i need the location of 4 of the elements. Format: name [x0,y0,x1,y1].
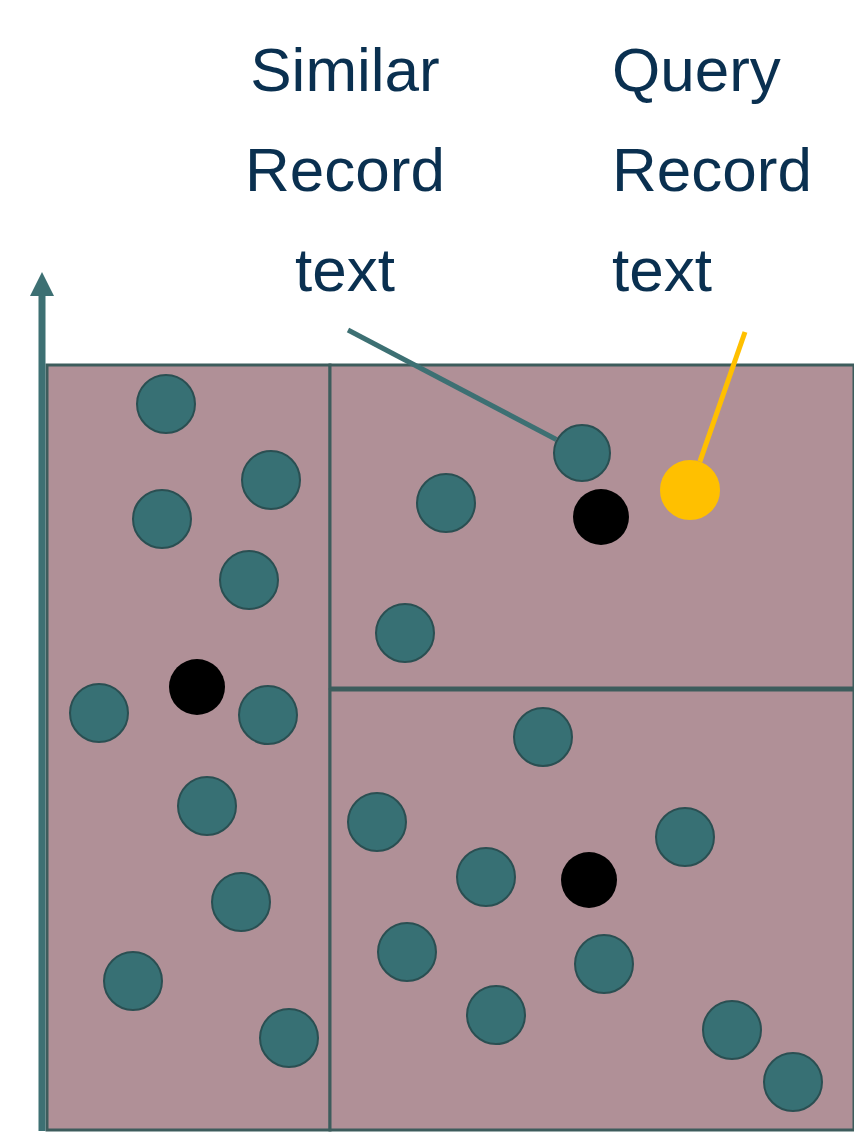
callout-label: Query Record text [612,20,854,320]
leader-line [697,331,748,463]
leader-line [346,327,558,442]
callout-label: Similar Record text [200,20,490,320]
